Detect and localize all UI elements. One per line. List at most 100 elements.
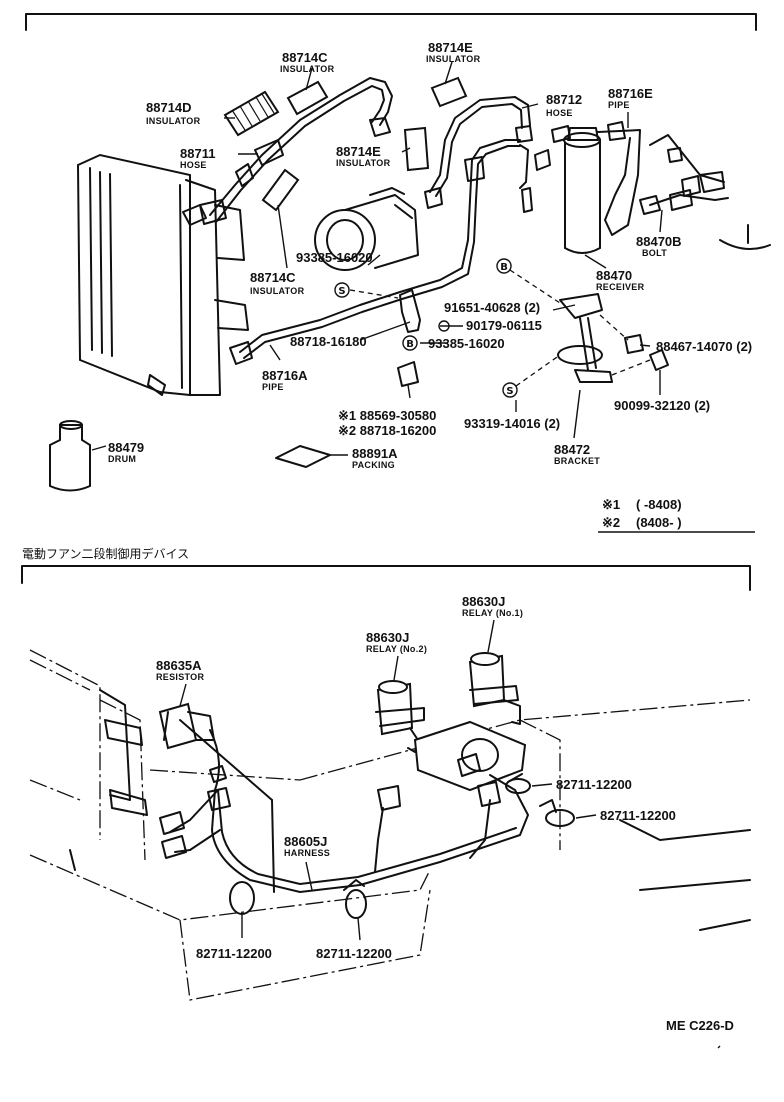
part-88718-b: ※2 88718-16200 [338, 423, 436, 438]
part-88630j-2: 88630J [366, 630, 409, 645]
footnote-1-mark: ※1 [602, 497, 620, 512]
label-text: S [506, 386, 513, 397]
label-text: RESISTOR [156, 672, 204, 682]
insulator-88714e-upper [430, 76, 468, 108]
drum-88479 [49, 420, 91, 492]
part-88714e-a: 88714E [428, 40, 473, 55]
label-text: BOLT [642, 248, 667, 258]
part-88472: 88472 [554, 442, 590, 457]
part-88467: 88467-14070 (2) [656, 339, 752, 354]
top-frame [25, 13, 757, 244]
body-panel [29, 649, 751, 1001]
part-93385-b: 93385-16020 [428, 336, 505, 351]
part-88712: 88712 [546, 92, 582, 107]
relay-no2 [375, 680, 425, 753]
clamp-label-1: 82711-12200 [556, 777, 632, 792]
part-88714c-b: 88714C [250, 270, 296, 285]
part-93385-a: 93385-16020 [296, 250, 373, 265]
label-text: PIPE [608, 100, 630, 110]
footnote-1-range: ( -8408) [636, 497, 682, 512]
label-text: B [406, 339, 414, 350]
label-text: INSULATOR [250, 286, 305, 296]
part-88718-a: 88718-16180 [290, 334, 367, 349]
part-88479: 88479 [108, 440, 144, 455]
clamp-label-3: 82711-12200 [196, 946, 272, 961]
dashed-lines-top [349, 269, 651, 387]
label-text: RELAY (No.2) [366, 644, 427, 654]
hose-88712 [424, 96, 551, 213]
symbol-s-2: S [502, 382, 518, 398]
labels-top: 88714C INSULATOR 88714E INSULATOR 88714D… [108, 40, 752, 470]
part-88711: 88711 [180, 146, 215, 161]
nut-90179 [438, 320, 450, 332]
part-88714d: 88714D [146, 100, 192, 115]
label-text: HOSE [180, 160, 207, 170]
part-88470b: 88470B [636, 234, 682, 249]
part-88630j-1: 88630J [462, 594, 505, 609]
part-88891a: 88891A [352, 446, 398, 461]
label-text: INSULATOR [146, 116, 201, 126]
clamp-82711-b [539, 799, 575, 827]
label-text: PIPE [262, 382, 284, 392]
part-93319: 93319-14016 (2) [464, 416, 560, 431]
clamp-label-2: 82711-12200 [600, 808, 676, 823]
label-text: B [500, 262, 508, 273]
label-text: PACKING [352, 460, 395, 470]
insulator-88714e-lower [403, 126, 430, 172]
insulator-88714c-lower [261, 168, 300, 212]
footnote-2-range: (8408- ) [636, 515, 682, 530]
part-88635a: 88635A [156, 658, 202, 673]
resistor-88635a [158, 702, 215, 750]
relay-bracket [413, 720, 527, 792]
label-text: DRUM [108, 454, 136, 464]
packing-88891a [275, 445, 331, 468]
pipe-88716a [229, 139, 521, 365]
receiver-88470 [551, 125, 601, 254]
clamp-label-4: 82711-12200 [316, 946, 392, 961]
footnote-2-mark: ※2 [602, 515, 620, 530]
footnotes: ※1 ( -8408) ※2 (8408- ) [602, 497, 682, 530]
clamp-82711-d [343, 879, 367, 919]
label-text: S [338, 286, 345, 297]
label-text: INSULATOR [426, 54, 481, 64]
label-text: INSULATOR [280, 64, 335, 74]
part-88716e: 88716E [608, 86, 653, 101]
part-91651: 91651-40628 (2) [444, 300, 540, 315]
clamp-82711-c [229, 881, 255, 915]
label-text: INSULATOR [336, 158, 391, 168]
label-text: RELAY (No.1) [462, 608, 523, 618]
part-88716a: 88716A [262, 368, 308, 383]
part-88605j: 88605J [284, 834, 327, 849]
compressor-drawing [314, 187, 419, 271]
label-text: HARNESS [284, 848, 330, 858]
condenser-drawing [76, 153, 249, 397]
harness-88605j [159, 719, 529, 893]
insulator-88714c-upper [286, 80, 329, 116]
relay-no1 [468, 652, 521, 725]
part-88714c-a: 88714C [282, 50, 328, 65]
bracket-88472 [397, 289, 669, 387]
hose-88711 [182, 77, 393, 226]
leader-lines-top [91, 61, 755, 533]
section-title: 電動フアン二段制御用デバイス [22, 546, 189, 561]
label-text: HOSE [546, 108, 573, 118]
leader-lines-bottom [179, 619, 721, 1049]
part-90179: 90179-06115 [466, 318, 542, 333]
pipe-88716e [597, 121, 641, 236]
symbol-s-1: S [334, 282, 350, 298]
label-text: BRACKET [554, 456, 600, 466]
part-88714e-b: 88714E [336, 144, 381, 159]
symbol-b-2: B [402, 335, 418, 351]
label-text: RECEIVER [596, 282, 645, 292]
part-88470: 88470 [596, 268, 632, 283]
part-90099: 90099-32120 (2) [614, 398, 710, 413]
diagram-code: ME C226-D [666, 1018, 734, 1033]
bottom-frame [21, 565, 751, 591]
symbol-b-1: B [496, 258, 512, 274]
part-88569: ※1 88569-30580 [338, 408, 436, 423]
labels-bottom: 88630J RELAY (No.1) 88630J RELAY (No.2) … [156, 594, 676, 961]
clamp-82711-a [505, 773, 531, 794]
bolt-88470b [639, 134, 771, 250]
